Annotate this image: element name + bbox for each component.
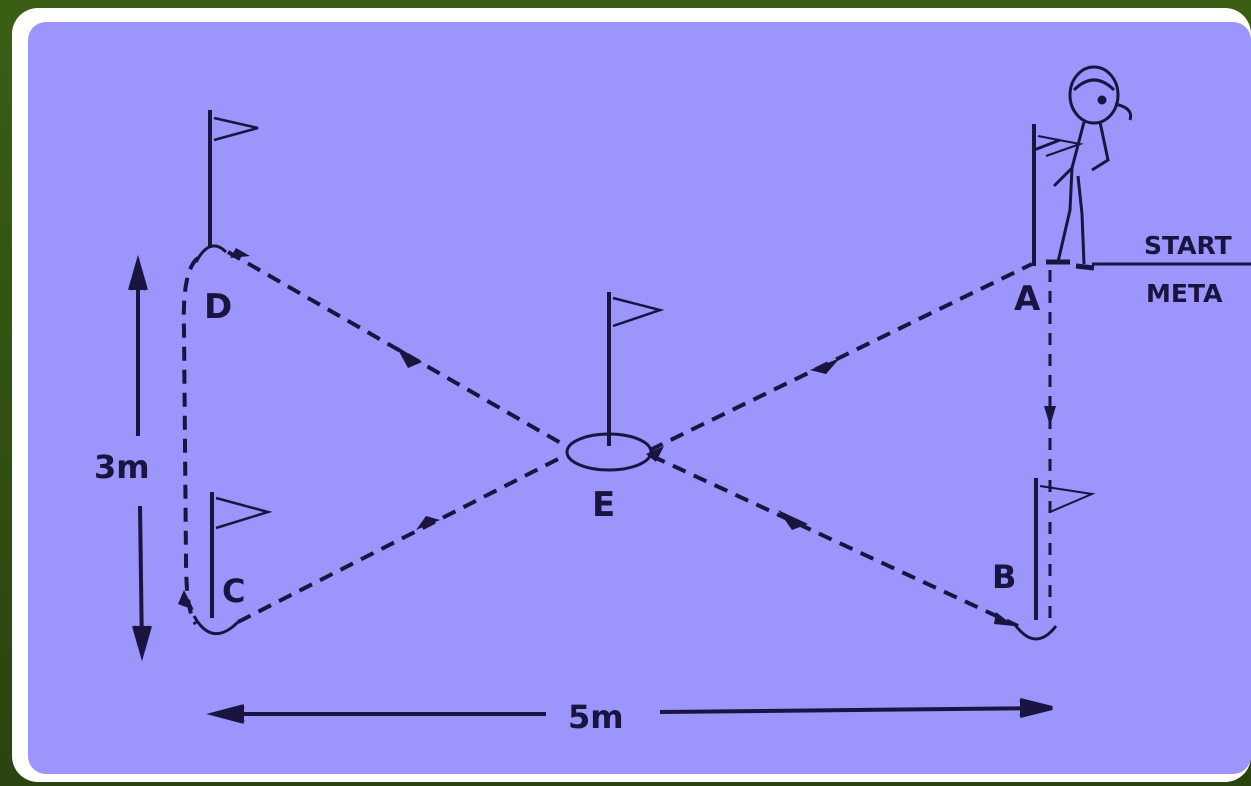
- flag-b-icon: [1014, 478, 1096, 641]
- point-d-label: D: [204, 287, 232, 327]
- path-d-c: [181, 256, 200, 626]
- width-dimension-label: 5m: [568, 698, 624, 736]
- flag-a-icon: [1032, 124, 1084, 266]
- path-e-b: [651, 454, 1019, 628]
- runner-figure-icon: [1033, 65, 1133, 271]
- width-dimension-arrow: [206, 698, 1053, 724]
- path-e-a: [649, 262, 1033, 452]
- point-a-label: A: [1014, 279, 1041, 319]
- point-e-label: E: [592, 485, 615, 525]
- point-b-label: B: [992, 558, 1016, 596]
- flag-e-icon: [565, 292, 665, 472]
- diagram-card: [28, 22, 1251, 774]
- height-dimension-arrow: [128, 254, 152, 662]
- point-c-label: C: [222, 572, 245, 610]
- start-label: START: [1144, 231, 1232, 260]
- flag-d-icon: [194, 110, 259, 263]
- path-d-e: [227, 250, 567, 448]
- path-c-e: [237, 454, 565, 624]
- direction-arrows: [178, 248, 1056, 626]
- height-dimension-label: 3m: [94, 448, 150, 486]
- flag-c-icon: [192, 492, 273, 635]
- finish-label: META: [1146, 279, 1223, 308]
